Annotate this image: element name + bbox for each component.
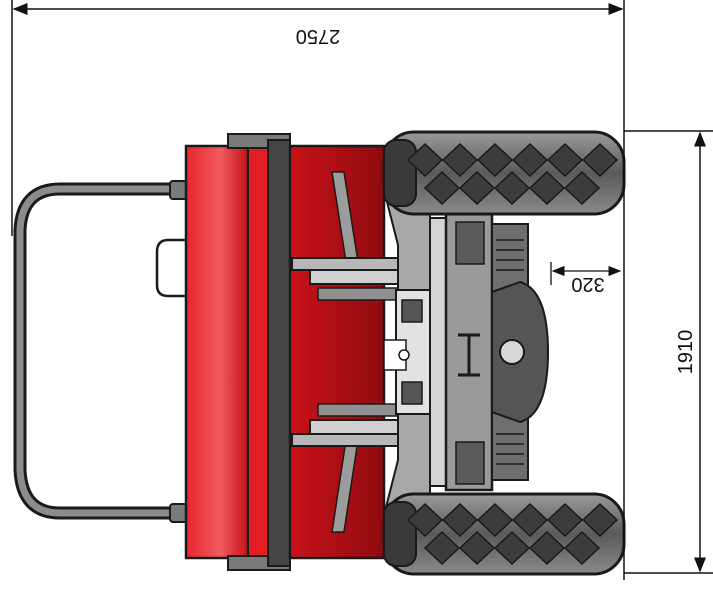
dimension-overhang: 320 [550, 262, 622, 295]
chassis [382, 189, 550, 516]
dimension-overall-length: 2750 [11, 0, 625, 236]
tire-top [382, 130, 626, 216]
red-body [184, 133, 386, 571]
lift-arms [291, 257, 429, 447]
overall-length-label: 2750 [296, 25, 341, 47]
tire-bottom [382, 492, 626, 576]
dimension-overall-width: 1910 [624, 130, 713, 574]
handle-bar [13, 180, 189, 523]
overhang-label: 320 [571, 273, 604, 295]
overall-width-label: 1910 [675, 330, 697, 375]
